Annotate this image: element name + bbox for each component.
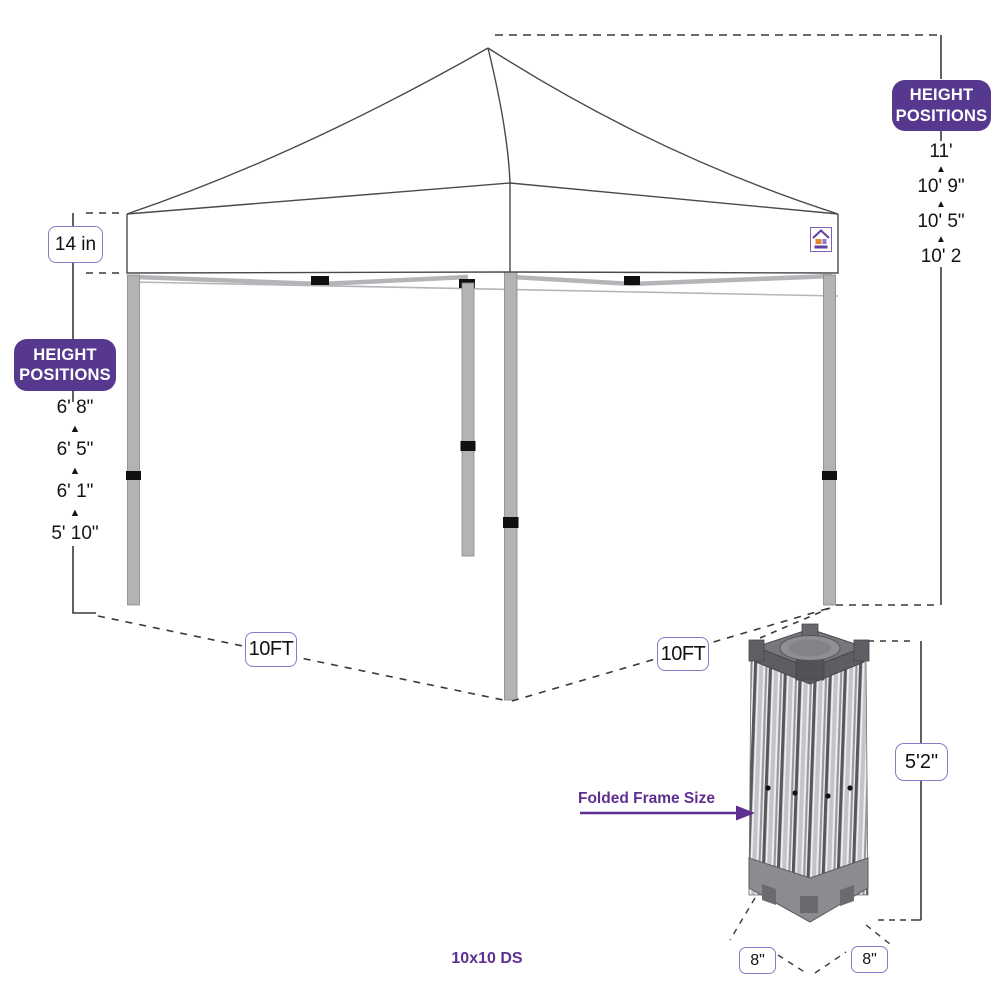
- valance-height-label: 14 in: [54, 233, 97, 255]
- dimension-lines: [72, 34, 942, 974]
- folded-frame-rivets: [765, 785, 853, 799]
- peak-height-value: 10' 5": [917, 211, 965, 232]
- folded-frame-base-right-box: 8": [851, 946, 888, 973]
- peak-height-value: 11': [929, 141, 953, 162]
- tent-legs: [127, 271, 836, 701]
- footprint-left-label: 10FT: [248, 638, 294, 660]
- peak-height-value: 10' 9": [917, 176, 965, 197]
- leg-height-value: 6' 1": [56, 481, 94, 502]
- footprint-left-box: 10FT: [245, 632, 297, 667]
- leg-height-value: 6' 8": [56, 397, 94, 418]
- folded-frame-height-label: 5'2": [904, 750, 939, 773]
- tent-canopy: [127, 48, 838, 273]
- badge-title-line2: POSITIONS: [895, 106, 988, 125]
- footprint-right-label: 10FT: [660, 642, 706, 665]
- tent-leg-front: [504, 271, 518, 701]
- tent-leg-right: [823, 274, 836, 606]
- brand-logo: [810, 227, 832, 252]
- valance-height-box: 14 in: [48, 226, 103, 263]
- height-positions-badge-left: HEIGHT POSITIONS: [14, 339, 116, 391]
- peak-height-values: 11' ▲ 10' 9" ▲ 10' 5" ▲ 10' 2: [881, 141, 1000, 268]
- peak-height-value: 10' 2: [920, 246, 962, 267]
- up-triangle-icon: ▲: [936, 164, 946, 175]
- up-triangle-icon: ▲: [936, 234, 946, 245]
- leg-height-value: 6' 5": [56, 439, 94, 460]
- up-triangle-icon: ▲: [69, 422, 81, 435]
- up-triangle-icon: ▲: [69, 506, 81, 519]
- folded-frame-size-label: Folded Frame Size: [578, 790, 715, 807]
- height-positions-badge-right: HEIGHT POSITIONS: [892, 80, 991, 131]
- tent-canopy-outline: [126, 47, 839, 274]
- leg-height-adjusters: [126, 441, 837, 528]
- badge-title-line2: POSITIONS: [19, 366, 111, 384]
- up-triangle-icon: ▲: [936, 199, 946, 210]
- folded-frame-base-right-label: 8": [862, 950, 877, 968]
- folded-frame-base-left-label: 8": [750, 951, 765, 969]
- up-triangle-icon: ▲: [69, 464, 81, 477]
- badge-title-line1: HEIGHT: [33, 345, 97, 364]
- tent-truss-bars: [132, 273, 839, 297]
- folded-frame-base-left-box: 8": [739, 947, 776, 974]
- leg-height-value: 5' 10": [51, 523, 99, 544]
- folded-frame-illustration: [748, 623, 870, 923]
- folded-frame-height-box: 5'2": [895, 743, 948, 781]
- canopy-brand-logo-icon: [810, 227, 832, 252]
- leg-height-values: 6' 8" ▲ 6' 5" ▲ 6' 1" ▲ 5' 10": [15, 396, 135, 546]
- tent-leg-back: [461, 282, 475, 557]
- footprint-right-box: 10FT: [657, 637, 709, 671]
- badge-title-line1: HEIGHT: [909, 86, 974, 105]
- tent-leg-left: [127, 274, 140, 606]
- model-name: 10x10 DS: [451, 950, 523, 967]
- folded-frame-arrow: [580, 805, 755, 821]
